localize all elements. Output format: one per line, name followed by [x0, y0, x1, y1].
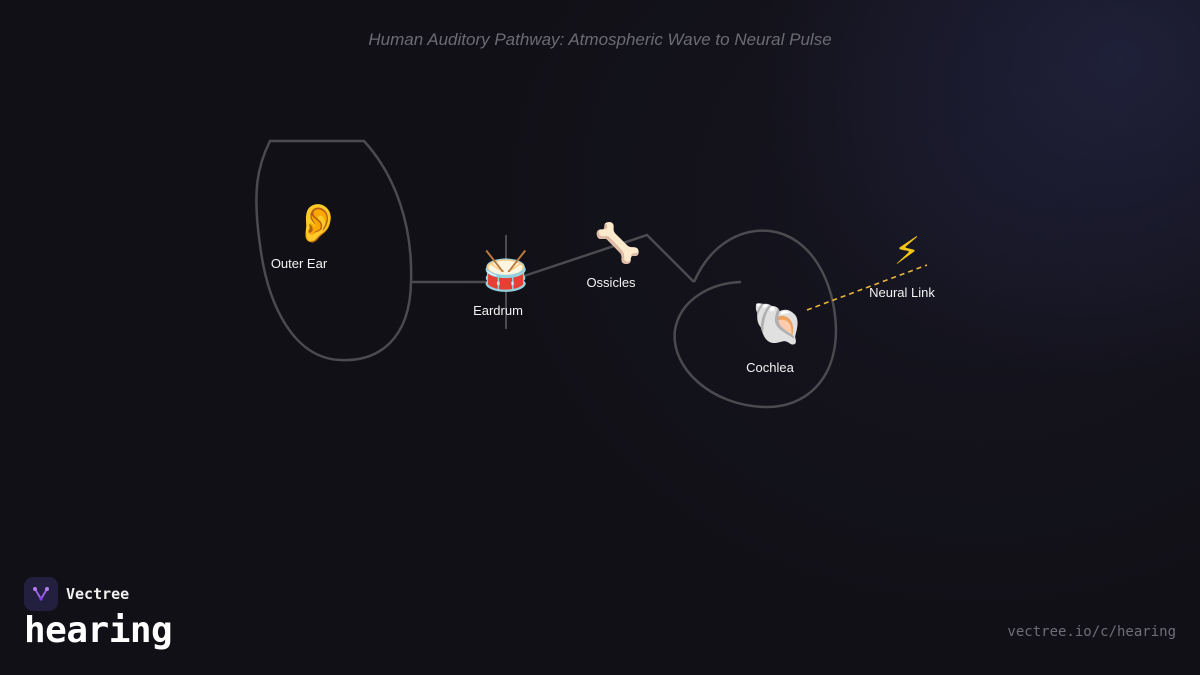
ear-icon: 👂	[294, 201, 341, 245]
neural-link-label: Neural Link	[869, 285, 935, 300]
eardrum-label: Eardrum	[473, 303, 523, 318]
outer-ear-label: Outer Ear	[271, 256, 328, 271]
cochlea-label: Cochlea	[746, 360, 794, 375]
brand: Vectree	[24, 577, 129, 611]
topic-url[interactable]: vectree.io/c/hearing	[1007, 624, 1176, 640]
drum-icon: 🥁	[482, 249, 530, 293]
spiral-shell-icon: 🐚	[752, 299, 804, 348]
ossicles-label: Ossicles	[586, 275, 636, 290]
neural-link-line	[806, 264, 928, 311]
ossicle-chain-line	[523, 233, 695, 283]
outer-ear-outline	[255, 139, 413, 362]
diagram-title: Human Auditory Pathway: Atmospheric Wave…	[368, 30, 832, 49]
topic-title: hearing	[24, 610, 173, 651]
lightning-icon: ⚡	[894, 229, 921, 273]
cochlea-spiral	[673, 229, 838, 409]
bone-icon: 🦴	[594, 220, 641, 265]
brand-name: Vectree	[66, 585, 130, 603]
vectree-logo-icon	[24, 577, 58, 611]
